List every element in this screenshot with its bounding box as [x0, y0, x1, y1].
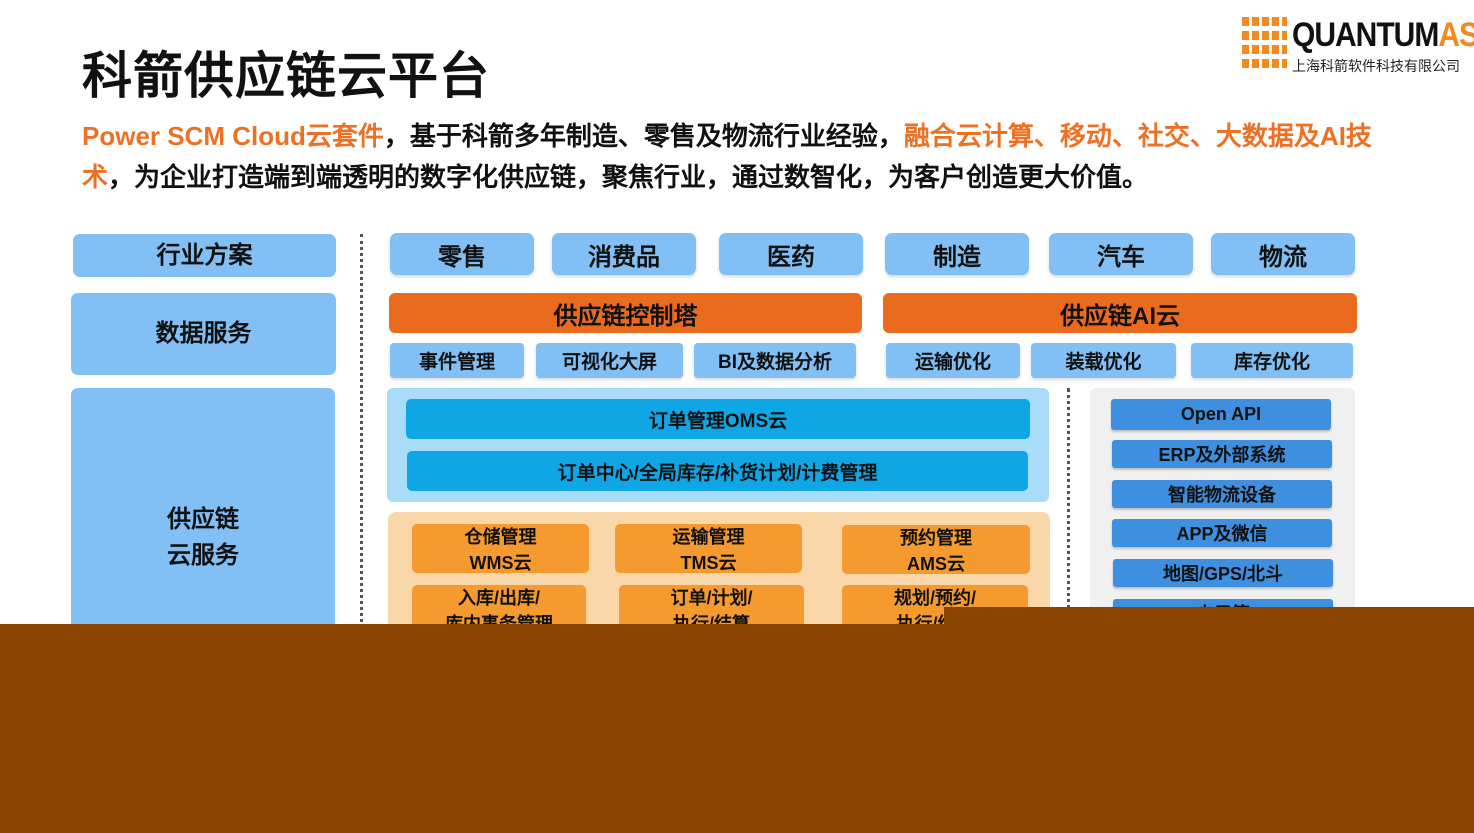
intro-text-1: ，基于科箭多年制造、零售及物流行业经验， [383, 121, 904, 151]
event-management: 事件管理 [390, 343, 524, 378]
load-optimization: 装载优化 [1031, 343, 1176, 378]
column-divider [360, 234, 363, 634]
logo-subtitle: 上海科箭软件科技有限公司 [1292, 58, 1460, 74]
tms-module: 运输管理 TMS云 [615, 524, 802, 573]
industry-solution-box: 行业方案 [73, 234, 336, 277]
integration-erp: ERP及外部系统 [1112, 440, 1332, 468]
tms-line1: 运输管理 [672, 527, 745, 547]
page-title: 科箭供应链云平台 [82, 48, 490, 104]
tms-sub1: 订单/计划/ [670, 588, 753, 608]
bi-analytics: BI及数据分析 [694, 343, 856, 378]
oms-title-bar: 订单管理OMS云 [406, 399, 1030, 439]
integration-open-api: Open API [1111, 399, 1331, 430]
ai-cloud-header: 供应链AI云 [883, 293, 1357, 333]
industry-logistics: 物流 [1211, 233, 1355, 275]
logo-name-part2: ASIA [1438, 16, 1474, 54]
tms-line2: TMS云 [680, 553, 737, 573]
wms-line1: 仓储管理 [464, 527, 537, 547]
integration-app-wechat: APP及微信 [1112, 519, 1332, 547]
transport-optimization: 运输优化 [886, 343, 1020, 378]
industry-pharma: 医药 [719, 233, 863, 275]
logo-name: QUANTUMASIA [1292, 16, 1474, 55]
ams-sub1: 规划/预约/ [893, 588, 976, 608]
wms-sub1: 入库/出库/ [457, 588, 540, 608]
bottom-overlay [0, 624, 1474, 833]
intro-paragraph: Power SCM Cloud云套件，基于科箭多年制造、零售及物流行业经验，融合… [82, 116, 1382, 198]
intro-text-2: ，为企业打造端到端透明的数字化供应链，聚焦行业，通过数智化，为客户创造更大价值。 [108, 162, 1149, 192]
industry-manufacturing: 制造 [885, 233, 1029, 275]
intro-highlight-1: Power SCM Cloud云套件 [82, 121, 384, 151]
ams-line2: AMS云 [907, 554, 965, 574]
logo-name-part1: QUANTUM [1292, 16, 1439, 54]
industry-automotive: 汽车 [1049, 233, 1193, 275]
intro-highlight-2: 融合云计算、移动、社交、大数据及AI技术 [82, 121, 1372, 192]
industry-consumer-goods: 消费品 [552, 233, 696, 275]
ams-line1: 预约管理 [900, 528, 972, 548]
control-tower-header: 供应链控制塔 [389, 293, 862, 333]
integration-divider [1067, 388, 1070, 628]
wms-module: 仓储管理 WMS云 [412, 524, 589, 573]
industry-retail: 零售 [390, 233, 534, 275]
overlay-step [944, 607, 1474, 627]
data-service-box: 数据服务 [71, 293, 336, 375]
oms-detail-bar: 订单中心/全局库存/补货计划/计费管理 [407, 451, 1028, 491]
cloud-service-line1: 供应链 [167, 506, 239, 533]
logo-icon [1242, 17, 1288, 71]
ams-module: 预约管理 AMS云 [842, 525, 1030, 574]
wms-line2: WMS云 [469, 553, 532, 573]
cloud-service-line2: 云服务 [167, 542, 239, 569]
integration-map-gps: 地图/GPS/北斗 [1113, 559, 1333, 587]
inventory-optimization: 库存优化 [1191, 343, 1353, 378]
integration-logistics-devices: 智能物流设备 [1112, 480, 1332, 508]
visual-dashboard: 可视化大屏 [536, 343, 683, 378]
